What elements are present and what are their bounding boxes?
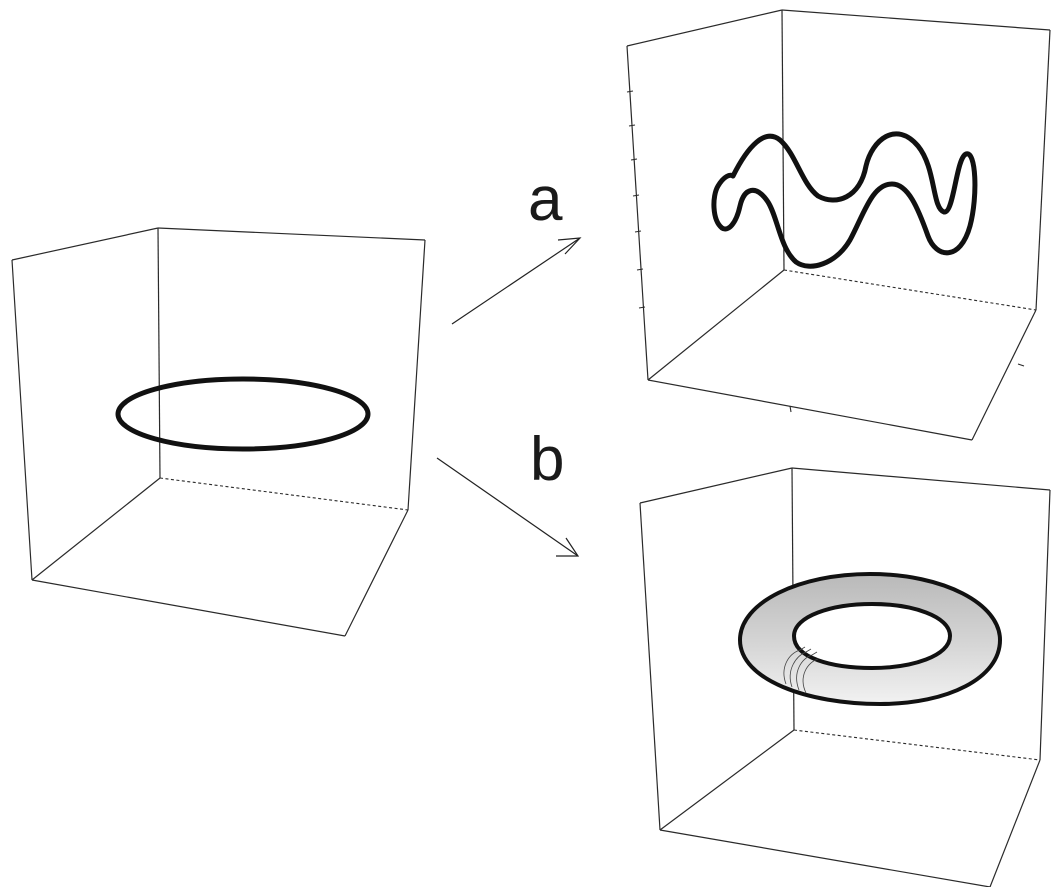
label-a: a xyxy=(528,165,563,234)
top-box-frame xyxy=(626,9,1051,441)
bottom-right-panel xyxy=(639,467,1051,887)
left-panel xyxy=(11,227,426,637)
surface-streamlines xyxy=(783,646,819,694)
arrow-a xyxy=(451,237,582,325)
wavy-closed-curve xyxy=(711,131,978,269)
bottom-box-frame xyxy=(639,467,1051,887)
top-right-panel xyxy=(626,9,1051,441)
torus-surface xyxy=(737,571,1003,707)
axis-ticks xyxy=(626,90,1025,413)
closed-loop-curve xyxy=(115,376,371,452)
left-box-frame xyxy=(11,227,426,637)
arrow-b xyxy=(436,457,580,557)
label-b: b xyxy=(530,425,564,494)
